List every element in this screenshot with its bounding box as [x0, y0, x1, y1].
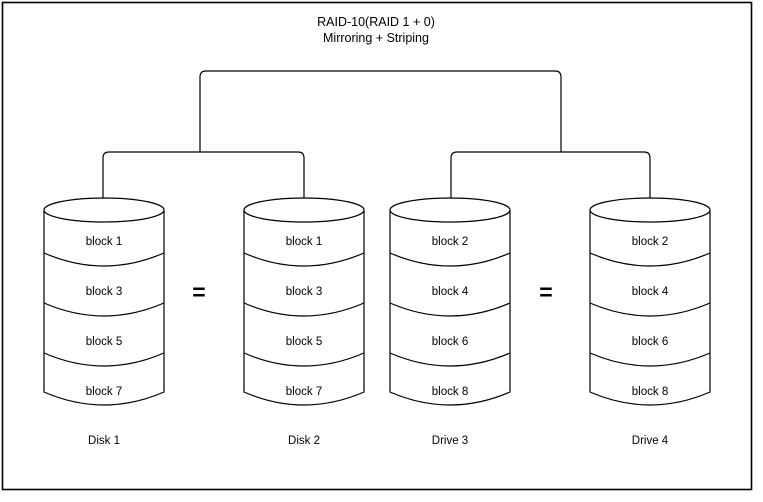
drive-4-block-3: block 6	[632, 336, 668, 348]
drive-3-block-2: block 4	[432, 286, 469, 298]
disk-1-block-4: block 7	[86, 386, 122, 398]
drive-4-group: block 2 block 4 block 6 block 8 Drive 4	[589, 197, 711, 447]
root-connector	[199, 70, 562, 152]
drive-3-block-4: block 8	[432, 386, 468, 398]
drive-3-group: block 2 block 4 block 6 block 8 Drive 3	[389, 197, 511, 447]
drive-3-label: Drive 3	[432, 435, 468, 447]
drive-3-cylinder-top	[389, 197, 511, 223]
disk-1-label: Disk 1	[88, 435, 120, 447]
mirror-equals-right: =	[539, 279, 552, 305]
drive-4-block-2: block 4	[632, 286, 669, 298]
disk-1-block-2: block 3	[86, 286, 122, 298]
disk-2-block-1: block 1	[286, 236, 322, 248]
disk-1-divider-2	[43, 302, 165, 317]
drive-4-cylinder-body	[589, 209, 711, 406]
drive-4-divider-2	[589, 302, 711, 317]
disk-1-divider-3	[43, 352, 165, 367]
disk-2-cylinder-top	[243, 197, 365, 223]
drive-4-divider-3	[589, 352, 711, 367]
disk-2-cylinder-body	[243, 209, 365, 406]
disk-1-cylinder-body	[43, 209, 165, 406]
disk-1-divider-1	[43, 252, 165, 267]
left-pair-connector	[102, 151, 305, 198]
drive-4-divider-1	[589, 252, 711, 267]
drive-3-block-3: block 6	[432, 336, 468, 348]
disk-1-group: block 1 block 3 block 5 block 7 Disk 1	[43, 197, 165, 447]
disk-1-block-3: block 5	[86, 336, 122, 348]
disk-1-cylinder-top	[43, 197, 165, 223]
disk-2-divider-1	[243, 252, 365, 267]
disk-2-divider-3	[243, 352, 365, 367]
drive-3-divider-2	[389, 302, 511, 317]
disk-2-divider-2	[243, 302, 365, 317]
drive-4-cylinder-top	[589, 197, 711, 223]
drive-4-block-4: block 8	[632, 386, 668, 398]
drive-3-cylinder-body	[389, 209, 511, 406]
disk-2-label: Disk 2	[288, 435, 320, 447]
disk-2-group: block 1 block 3 block 5 block 7 Disk 2	[243, 197, 365, 447]
drive-3-divider-3	[389, 352, 511, 367]
disk-2-block-4: block 7	[286, 386, 322, 398]
disk-2-block-2: block 3	[286, 286, 322, 298]
diagram-title-line1: RAID-10(RAID 1 + 0)	[317, 15, 435, 29]
right-pair-connector	[450, 151, 651, 198]
disk-2-block-3: block 5	[286, 336, 322, 348]
mirror-equals-left: =	[192, 279, 205, 305]
drive-4-label: Drive 4	[632, 435, 669, 447]
disk-1-block-1: block 1	[86, 236, 122, 248]
drive-3-divider-1	[389, 252, 511, 267]
diagram-title-line2: Mirroring + Striping	[323, 31, 429, 45]
drive-4-block-1: block 2	[632, 236, 668, 248]
drive-3-block-1: block 2	[432, 236, 468, 248]
